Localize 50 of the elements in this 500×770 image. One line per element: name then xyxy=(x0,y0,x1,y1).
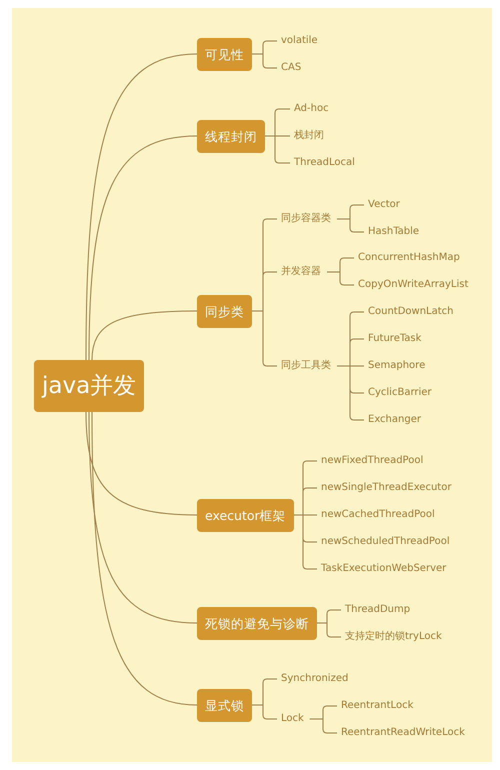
subtopic-label: ThreadLocal xyxy=(294,156,355,170)
subtopic-label: HashTable xyxy=(368,225,420,239)
subtopic-label: Synchronized xyxy=(281,672,348,686)
topic-box: 同步类 xyxy=(197,294,252,328)
subtopic-label: Vector xyxy=(368,198,400,212)
subtopic-label: 支持定时的锁tryLock xyxy=(345,630,442,644)
subtopic-label: newFixedThreadPool xyxy=(321,454,424,468)
subtopic-label: ReentrantLock xyxy=(341,699,414,713)
subtopic-label: newScheduledThreadPool xyxy=(321,535,450,549)
topic-box: 死锁的避免与诊断 xyxy=(197,606,317,640)
subtopic-label: ConcurrentHashMap xyxy=(358,251,460,265)
subtopic-label: CyclicBarrier xyxy=(368,386,432,400)
subtopic-label: CopyOnWriteArrayList xyxy=(358,278,468,292)
bracket-connector xyxy=(252,54,278,68)
topic-box: 线程封闭 xyxy=(197,120,265,152)
bracket-connector xyxy=(326,272,354,286)
subtopic-label: 并发容器 xyxy=(281,265,321,279)
subtopic-label: 栈封闭 xyxy=(294,129,324,143)
branch-curve xyxy=(86,54,198,360)
bracket-connector xyxy=(252,704,278,720)
subtopic-label: CAS xyxy=(281,61,302,75)
topic-box: executor框架 xyxy=(197,498,294,532)
bracket-connector xyxy=(336,366,364,420)
subtopic-label: Semaphore xyxy=(368,359,426,373)
subtopic-label: ReentrantReadWriteLock xyxy=(341,726,465,740)
subtopic-label: 同步容器类 xyxy=(281,212,331,226)
branch-curve xyxy=(88,136,198,360)
bracket-connector xyxy=(252,310,278,366)
subtopic-label: ThreadDump xyxy=(345,603,410,617)
subtopic-label: Lock xyxy=(281,712,304,726)
subtopic-label: newSingleThreadExecutor xyxy=(321,481,452,495)
branch-curve xyxy=(88,412,198,624)
bracket-connector xyxy=(316,622,342,638)
bracket-connector xyxy=(293,514,318,570)
subtopic-label: Ad-hoc xyxy=(294,102,329,116)
subtopic-label: volatile xyxy=(281,34,318,48)
subtopic-label: Exchanger xyxy=(368,413,421,427)
subtopic-label: CountDownLatch xyxy=(368,305,454,319)
topic-box: 显式锁 xyxy=(197,688,252,722)
subtopic-label: FutureTask xyxy=(368,332,422,346)
topic-box: 可见性 xyxy=(197,38,252,70)
subtopic-label: newCachedThreadPool xyxy=(321,508,435,522)
subtopic-label: 同步工具类 xyxy=(281,359,331,373)
central-topic-box: java并发 xyxy=(34,360,144,412)
branch-curve xyxy=(92,412,198,706)
branch-curve xyxy=(86,412,198,516)
branch-curve xyxy=(92,310,198,360)
bracket-connector xyxy=(309,718,338,734)
bracket-connector xyxy=(336,218,364,232)
subtopic-label: TaskExecutionWebServer xyxy=(321,562,446,576)
